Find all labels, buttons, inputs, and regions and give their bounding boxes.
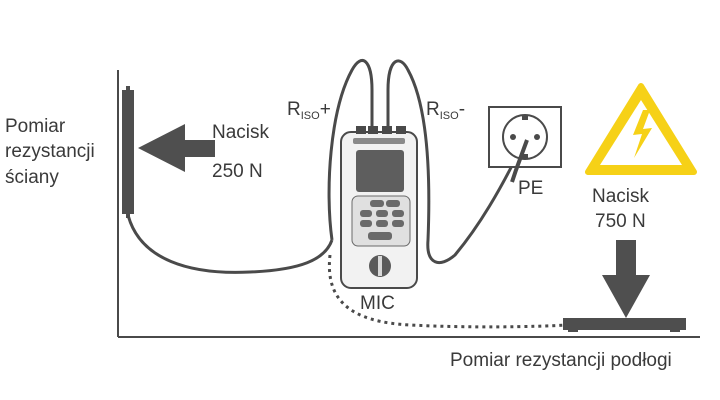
meter-button [370,200,384,207]
meter-jack [356,126,366,134]
meter-button [376,210,388,217]
meter-button [368,232,392,240]
meter-jack [382,126,392,134]
wall-electrode-tab-top [126,86,130,96]
floor-electrode-foot-right [670,328,680,332]
meter-screen [356,150,404,192]
cable-wall [126,214,334,274]
riso-minus-label: RISO- [426,98,465,128]
wall-measurement-label-line1: Pomiar [5,116,66,137]
meter-label: MIC [360,293,395,314]
riso-minus-sub: ISO [439,110,459,122]
wall-electrode [122,90,134,214]
meter-button [360,210,372,217]
pe-probe [510,139,529,183]
force-right-value: 750 N [595,211,646,232]
meter-button [392,210,404,217]
floor-measurement-label: Pomiar rezystancji podłogi [450,350,672,371]
meter-jack [396,126,406,134]
schuko-socket-icon [488,106,562,168]
riso-plus-sign: + [319,99,331,120]
riso-plus-main: R [287,99,301,120]
force-left-value: 250 N [212,161,263,182]
meter-button [376,220,388,227]
wall-electrode-tab-bottom [126,208,130,218]
riso-plus-label: RISO+ [287,98,331,128]
meter-jack [368,126,378,134]
mic-meter [340,126,418,289]
cable-floor-dotted [327,254,569,329]
pe-label: PE [518,178,544,199]
cable-riso-minus-loop [386,59,522,265]
meter-button [360,220,372,227]
meter-button [392,220,404,227]
riso-plus-sub: ISO [300,110,320,122]
meter-button [386,200,400,207]
cable-riso-plus-loop [327,59,374,241]
force-right-title: Nacisk [592,186,650,207]
riso-minus-sign: - [458,99,466,120]
force-left-title: Nacisk [212,122,270,143]
wall-measurement-label-line2: rezystancji [5,141,95,162]
riso-minus-main: R [426,99,440,120]
floor-electrode-foot-left [568,328,578,332]
high-voltage-warning-icon [585,83,697,175]
floor-electrode [563,318,686,330]
wall-measurement-label-line3: ściany [5,167,59,188]
force-arrow-left [138,124,215,172]
force-arrow-right [602,240,650,318]
